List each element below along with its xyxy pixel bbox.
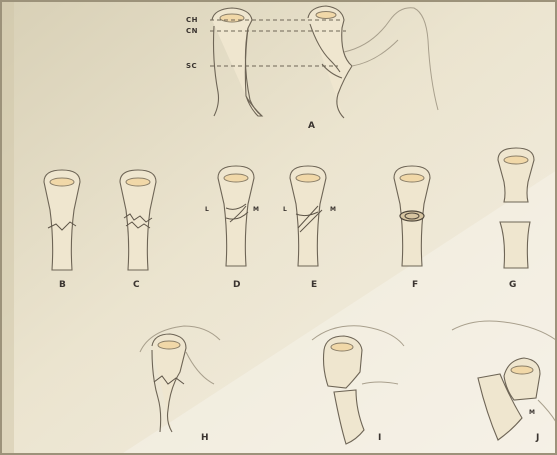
panel-i-drawing [312,326,404,444]
panel-label-a: A [308,122,315,131]
level-label-sc: SC [186,63,197,70]
panel-label-j: J [536,434,540,443]
side-label-e-lateral: L [283,207,287,213]
level-label-cn: CN [186,28,198,35]
side-label-d-medial: M [253,207,259,213]
side-label-e-medial: M [330,207,336,213]
panel-d-drawing [218,166,254,266]
side-label-d-lateral: L [205,207,209,213]
panel-a-drawing [210,6,438,118]
panel-h-drawing [140,326,220,432]
side-label-j-marker: M [529,410,535,416]
panel-label-i: I [378,434,382,443]
panel-g-drawing [498,148,534,268]
panel-label-c: C [133,281,140,290]
panel-c-drawing [120,170,156,270]
panel-e-drawing [290,166,326,266]
panel-label-g: G [509,281,517,290]
panel-label-b: B [59,281,66,290]
panel-j-drawing [452,321,556,440]
panel-f-drawing [394,166,430,266]
panel-b-drawing [44,170,80,270]
panel-label-d: D [233,281,241,290]
panel-label-e: E [311,281,317,290]
panel-label-h: H [201,434,209,443]
panel-label-f: F [412,281,418,290]
level-label-ch: CH [186,17,198,24]
